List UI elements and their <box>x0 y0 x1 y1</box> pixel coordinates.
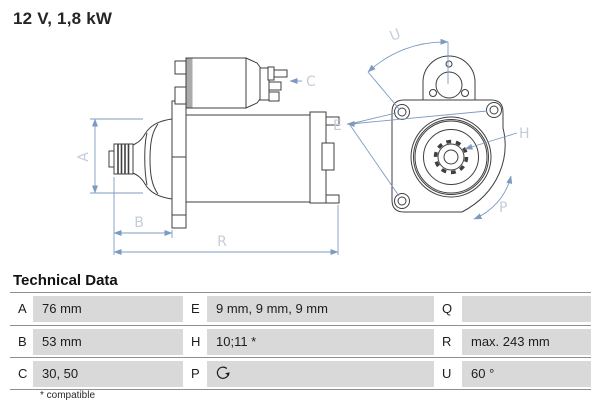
pinion-gear <box>108 150 115 168</box>
solenoid <box>185 57 247 109</box>
dim-label-c: C <box>306 74 316 90</box>
param-value-r: max. 243 mm <box>462 329 591 355</box>
drive-bell-housing <box>132 118 173 200</box>
dim-label-a: A <box>76 152 92 162</box>
through-bolt-bottom <box>325 194 340 204</box>
param-value-u: 60 ° <box>462 361 591 387</box>
param-key-c: C <box>10 361 33 387</box>
voltage-power-title: 12 V, 1,8 kW <box>13 9 113 28</box>
param-key-a: A <box>10 296 33 322</box>
param-key-q: Q <box>434 296 462 322</box>
pinion-front-gear <box>433 139 469 175</box>
through-bolt-top <box>325 116 340 126</box>
table-divider <box>10 389 591 390</box>
dim-label-u: U <box>388 26 403 45</box>
param-value-p <box>207 361 434 387</box>
param-value-h: 10;11 * <box>207 329 434 355</box>
param-value-c: 30, 50 <box>33 361 183 387</box>
param-key-u: U <box>434 361 462 387</box>
param-key-e: E <box>183 296 207 322</box>
dim-label-e: E <box>333 118 342 134</box>
compatibility-footnote: * compatible <box>40 390 96 400</box>
param-key-r: R <box>434 329 462 355</box>
solenoid-end-cap <box>245 57 261 109</box>
table-row: B 53 mm H 10;11 * R max. 243 mm <box>10 329 591 355</box>
param-value-a: 76 mm <box>33 296 183 322</box>
table-row: C 30, 50 P U 60 ° <box>10 361 591 387</box>
param-value-q <box>462 296 591 322</box>
technical-data-title: Technical Data <box>13 272 118 289</box>
param-value-b: 53 mm <box>33 329 183 355</box>
param-value-e: 9 mm, 9 mm, 9 mm <box>207 296 434 322</box>
dim-label-b: B <box>134 215 144 231</box>
bearing-rings <box>410 116 492 198</box>
param-key-h: H <box>183 329 207 355</box>
starter-motor-technical-drawing: A B R C E H P U <box>76 26 530 255</box>
mounting-flange <box>171 100 187 229</box>
table-row: A 76 mm E 9 mm, 9 mm, 9 mm Q <box>10 296 591 322</box>
motor-body <box>185 114 311 203</box>
solenoid-terminal-stud <box>267 66 275 81</box>
dim-label-h: H <box>519 126 530 142</box>
table-divider <box>10 357 591 358</box>
rotation-clockwise-icon <box>216 366 230 379</box>
table-divider <box>10 325 591 326</box>
param-key-b: B <box>10 329 33 355</box>
front-view-drawing <box>391 55 506 213</box>
dim-label-r: R <box>217 234 227 250</box>
param-key-p: P <box>183 361 207 387</box>
dim-label-p: P <box>499 200 507 216</box>
table-divider <box>10 292 591 293</box>
dimension-lines <box>90 38 518 255</box>
side-view-drawing <box>108 57 340 229</box>
